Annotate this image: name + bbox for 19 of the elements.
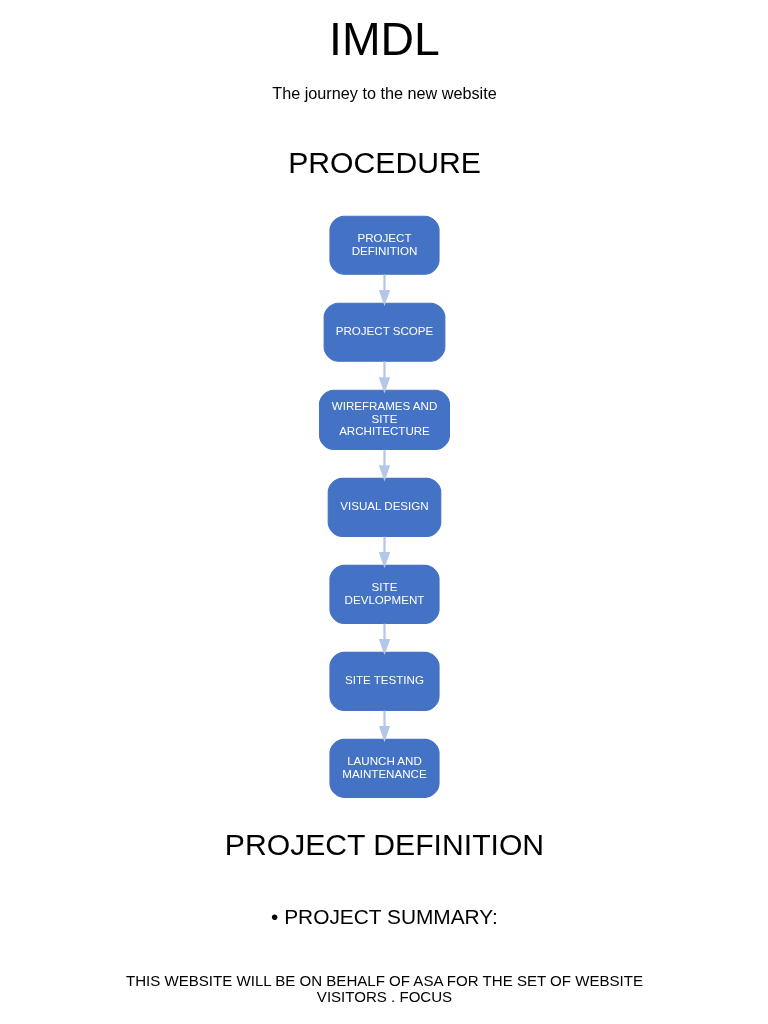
label: PROCEDURE xyxy=(287,146,481,180)
arrow xyxy=(378,449,390,482)
arrow xyxy=(378,710,390,743)
node-box: PROJECT SCOPE xyxy=(323,302,445,362)
node-box: SITE DEVLOPMENT xyxy=(328,564,440,624)
label: The journey to the new website xyxy=(271,83,497,102)
node-box: VISUAL DESIGN xyxy=(327,477,441,537)
node-box: SITE TESTING xyxy=(328,651,440,711)
label: PROJECT DEFINITION xyxy=(224,828,544,862)
node-box: LAUNCH AND MAINTENANCE xyxy=(328,738,440,798)
label: THIS WEBSITE WILL BE ON BEHALF OF ASA FOR THE SET OF WEBSITE VISITORS . FOCUS xyxy=(125,971,643,1005)
arrow xyxy=(378,536,390,569)
arrow xyxy=(378,623,390,656)
arrow xyxy=(378,274,390,307)
label: • PROJECT SUMMARY: xyxy=(270,905,498,929)
diagram-title: IMDL xyxy=(328,13,440,66)
node-box: WIREFRAMES AND SITE ARCHITECTURE xyxy=(318,389,450,450)
node-box: PROJECT DEFINITION xyxy=(328,215,440,275)
arrow xyxy=(378,361,390,394)
